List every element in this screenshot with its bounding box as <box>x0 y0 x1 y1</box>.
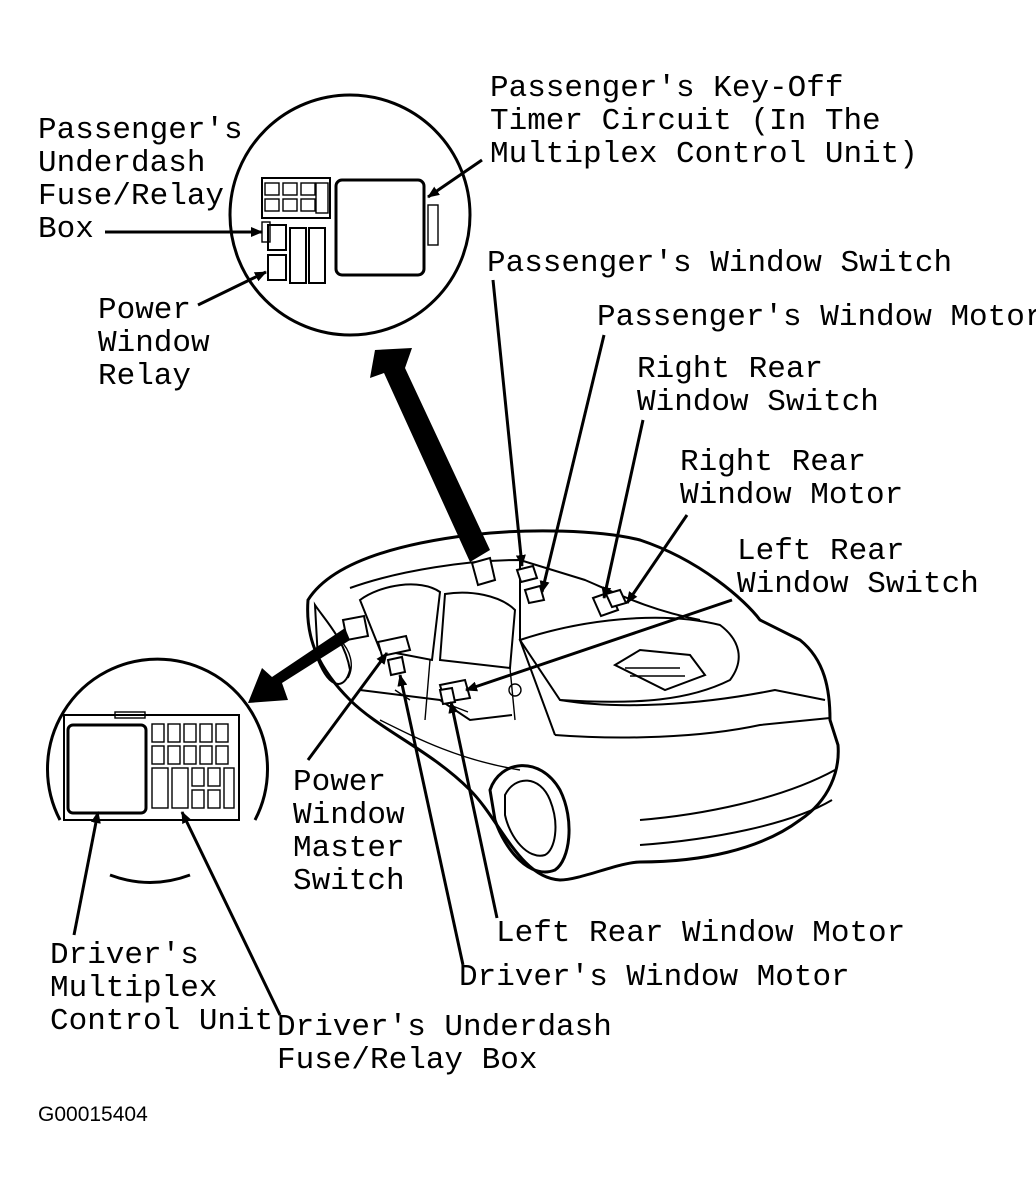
drivers-fuse-box-label: Driver's Underdash Fuse/Relay Box <box>277 1010 612 1078</box>
passenger-window-switch-part <box>515 564 539 584</box>
passenger-fuse-box-location <box>470 556 497 587</box>
passenger-fuse-box-inset <box>228 93 472 337</box>
passenger-window-motor-part <box>523 584 546 605</box>
driver-fuse-box-inset <box>46 657 269 884</box>
right-rear-window-switch-label: Right Rear Window Switch <box>637 352 879 420</box>
passenger-window-motor-label: Passenger's Window Motor <box>597 300 1036 335</box>
passenger-timer-label: Passenger's Key-Off Timer Circuit (In Th… <box>490 71 918 172</box>
drivers-window-motor-label: Driver's Window Motor <box>459 960 850 995</box>
left-rear-window-motor-label: Left Rear Window Motor <box>496 916 906 951</box>
drivers-window-motor-part <box>386 655 407 677</box>
power-window-relay-label: Power Window Relay <box>98 293 210 394</box>
power-window-master-switch-label: Power Window Master Switch <box>293 765 405 899</box>
callout-lines <box>72 158 733 1016</box>
right-rear-window-motor-label: Right Rear Window Motor <box>680 445 904 513</box>
power-window-master-switch-part <box>376 634 412 658</box>
left-rear-window-switch-label: Left Rear Window Switch <box>737 534 979 602</box>
passenger-window-switch-label: Passenger's Window Switch <box>487 246 953 281</box>
left-rear-window-motor-part <box>438 686 457 706</box>
drivers-multiplex-unit-label: Driver's Multiplex Control Unit <box>50 938 274 1039</box>
passenger-fuse-box-label: Passenger's Underdash Fuse/Relay Box <box>38 113 243 247</box>
figure-code: G00015404 <box>38 1103 148 1126</box>
inset-pointer-arrows <box>248 348 490 703</box>
car-illustration <box>306 529 840 882</box>
